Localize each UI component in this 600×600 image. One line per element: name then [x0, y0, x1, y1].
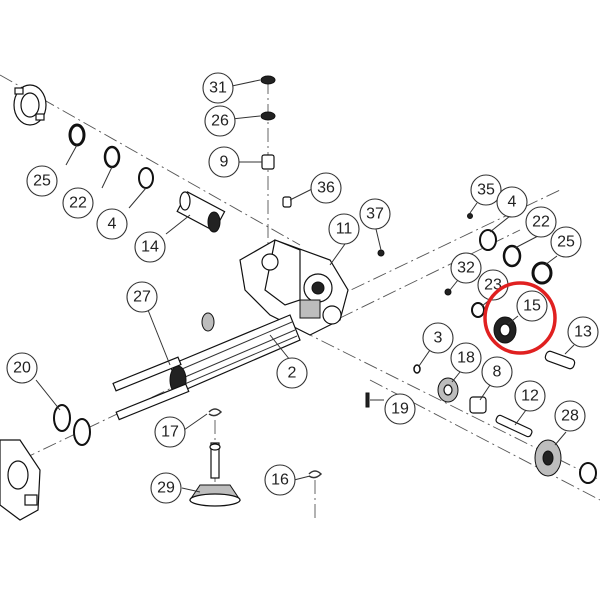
- callout-36: 36: [310, 172, 342, 204]
- callout-27: 27: [126, 281, 158, 313]
- svg-text:12: 12: [521, 388, 539, 405]
- bushing-bottom-right-part: [579, 462, 597, 484]
- shaft-assembly-2-part: [112, 312, 301, 421]
- ring-23-part: [471, 302, 485, 318]
- callout-15-highlighted: 15: [483, 281, 557, 355]
- callout-22-left: 22: [62, 187, 94, 219]
- callout-4-left: 4: [96, 208, 128, 240]
- svg-text:14: 14: [141, 239, 159, 256]
- callout-19: 19: [384, 393, 416, 425]
- casting-part: [0, 439, 41, 521]
- pin-35-part: [467, 213, 473, 219]
- bearing-22b-part: [502, 244, 522, 268]
- callout-2: 2: [276, 357, 308, 389]
- sleeve-gear-14-part: [176, 191, 226, 233]
- ball-32-part: [444, 288, 452, 296]
- callout-17: 17: [154, 416, 186, 448]
- oring-31-part: [260, 75, 276, 85]
- callout-8: 8: [481, 356, 513, 388]
- bearing-20-part: [53, 404, 91, 446]
- svg-text:16: 16: [271, 472, 289, 489]
- gear-28-part: [534, 439, 562, 477]
- callout-14: 14: [134, 231, 166, 263]
- clip-16-part: [308, 470, 323, 479]
- svg-text:17: 17: [161, 424, 179, 441]
- svg-text:8: 8: [493, 364, 502, 381]
- callout-13: 13: [567, 316, 599, 348]
- callouts: 31 26 9 36 11 37 35 4 22 25 32 23 15 13 …: [6, 72, 599, 504]
- svg-text:25: 25: [33, 173, 51, 190]
- svg-text:3: 3: [434, 330, 443, 347]
- highlight-ring: [483, 281, 557, 355]
- callout-28: 28: [554, 400, 586, 432]
- svg-text:25: 25: [557, 234, 575, 251]
- callout-37: 37: [359, 198, 391, 230]
- gear-18-part: [437, 377, 459, 403]
- svg-text:15: 15: [523, 298, 541, 315]
- dowel-36-part: [282, 196, 292, 208]
- callout-32: 32: [450, 252, 482, 284]
- callout-20: 20: [6, 352, 38, 384]
- svg-text:28: 28: [561, 408, 579, 425]
- svg-text:29: 29: [157, 480, 175, 497]
- callout-25-left: 25: [26, 165, 58, 197]
- pin-12-part: [495, 414, 533, 438]
- callout-23: 23: [477, 269, 509, 301]
- pin-13-part: [544, 350, 576, 370]
- seal-ring-25-part: [68, 123, 86, 147]
- callout-3: 3: [422, 322, 454, 354]
- gearbox-housing-11-part: [239, 239, 349, 336]
- pin-19-part: [365, 392, 370, 408]
- svg-text:32: 32: [457, 260, 475, 277]
- callout-16: 16: [264, 464, 296, 496]
- flange-housing-part: [13, 84, 47, 126]
- callout-18: 18: [450, 342, 482, 374]
- svg-text:11: 11: [336, 221, 353, 238]
- bushing-9-part: [261, 154, 275, 170]
- oring-26-part: [260, 111, 276, 121]
- svg-text:13: 13: [574, 324, 592, 341]
- clip-17-part: [208, 408, 223, 417]
- washer-4b-part: [479, 229, 497, 251]
- svg-text:2: 2: [288, 365, 297, 382]
- washer-3-part: [413, 364, 421, 374]
- svg-text:31: 31: [209, 80, 227, 97]
- leader-lines: [35, 79, 575, 493]
- callout-29: 29: [150, 472, 182, 504]
- svg-text:27: 27: [133, 289, 151, 306]
- callout-11: 11: [328, 213, 360, 245]
- svg-text:18: 18: [457, 350, 475, 367]
- svg-text:36: 36: [317, 180, 335, 197]
- callout-31: 31: [202, 72, 234, 104]
- bevel-gear-29-part: [189, 442, 241, 507]
- svg-text:4: 4: [508, 194, 517, 211]
- callout-4-right: 4: [496, 186, 528, 218]
- svg-text:4: 4: [108, 216, 117, 233]
- bushing-8-part: [469, 396, 487, 414]
- gear-15-part: [493, 316, 517, 344]
- svg-text:22: 22: [532, 214, 550, 231]
- callout-35: 35: [470, 174, 502, 206]
- parts: [0, 75, 597, 521]
- callout-25-right: 25: [550, 226, 582, 258]
- svg-text:26: 26: [211, 113, 229, 130]
- bearing-22-part: [103, 145, 121, 169]
- pin-37-part: [377, 249, 385, 257]
- washer-4-part: [138, 167, 154, 189]
- svg-text:22: 22: [69, 195, 87, 212]
- svg-text:9: 9: [220, 154, 229, 171]
- svg-text:20: 20: [13, 360, 31, 377]
- seal-25b-part: [531, 261, 553, 285]
- svg-text:19: 19: [391, 401, 409, 418]
- svg-text:35: 35: [477, 182, 495, 199]
- callout-26: 26: [204, 105, 236, 137]
- callout-12: 12: [514, 380, 546, 412]
- callout-9: 9: [208, 146, 240, 178]
- callout-22-right: 22: [525, 206, 557, 238]
- svg-text:37: 37: [366, 206, 384, 223]
